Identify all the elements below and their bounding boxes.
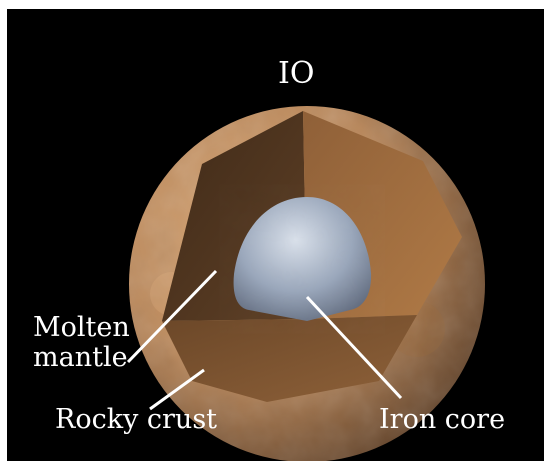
molten-mantle-label-line2: mantle xyxy=(33,343,130,373)
molten-mantle-label: Molten mantle xyxy=(33,313,130,373)
io-cutaway-diagram xyxy=(7,9,544,461)
rocky-crust-label: Rocky crust xyxy=(55,405,217,435)
molten-mantle-label-line1: Molten xyxy=(33,313,130,343)
io-diagram-panel: IO Molten mantle Rocky crust Iron core xyxy=(7,9,544,461)
io-title: IO xyxy=(278,57,314,91)
iron-core-label: Iron core xyxy=(379,405,505,435)
